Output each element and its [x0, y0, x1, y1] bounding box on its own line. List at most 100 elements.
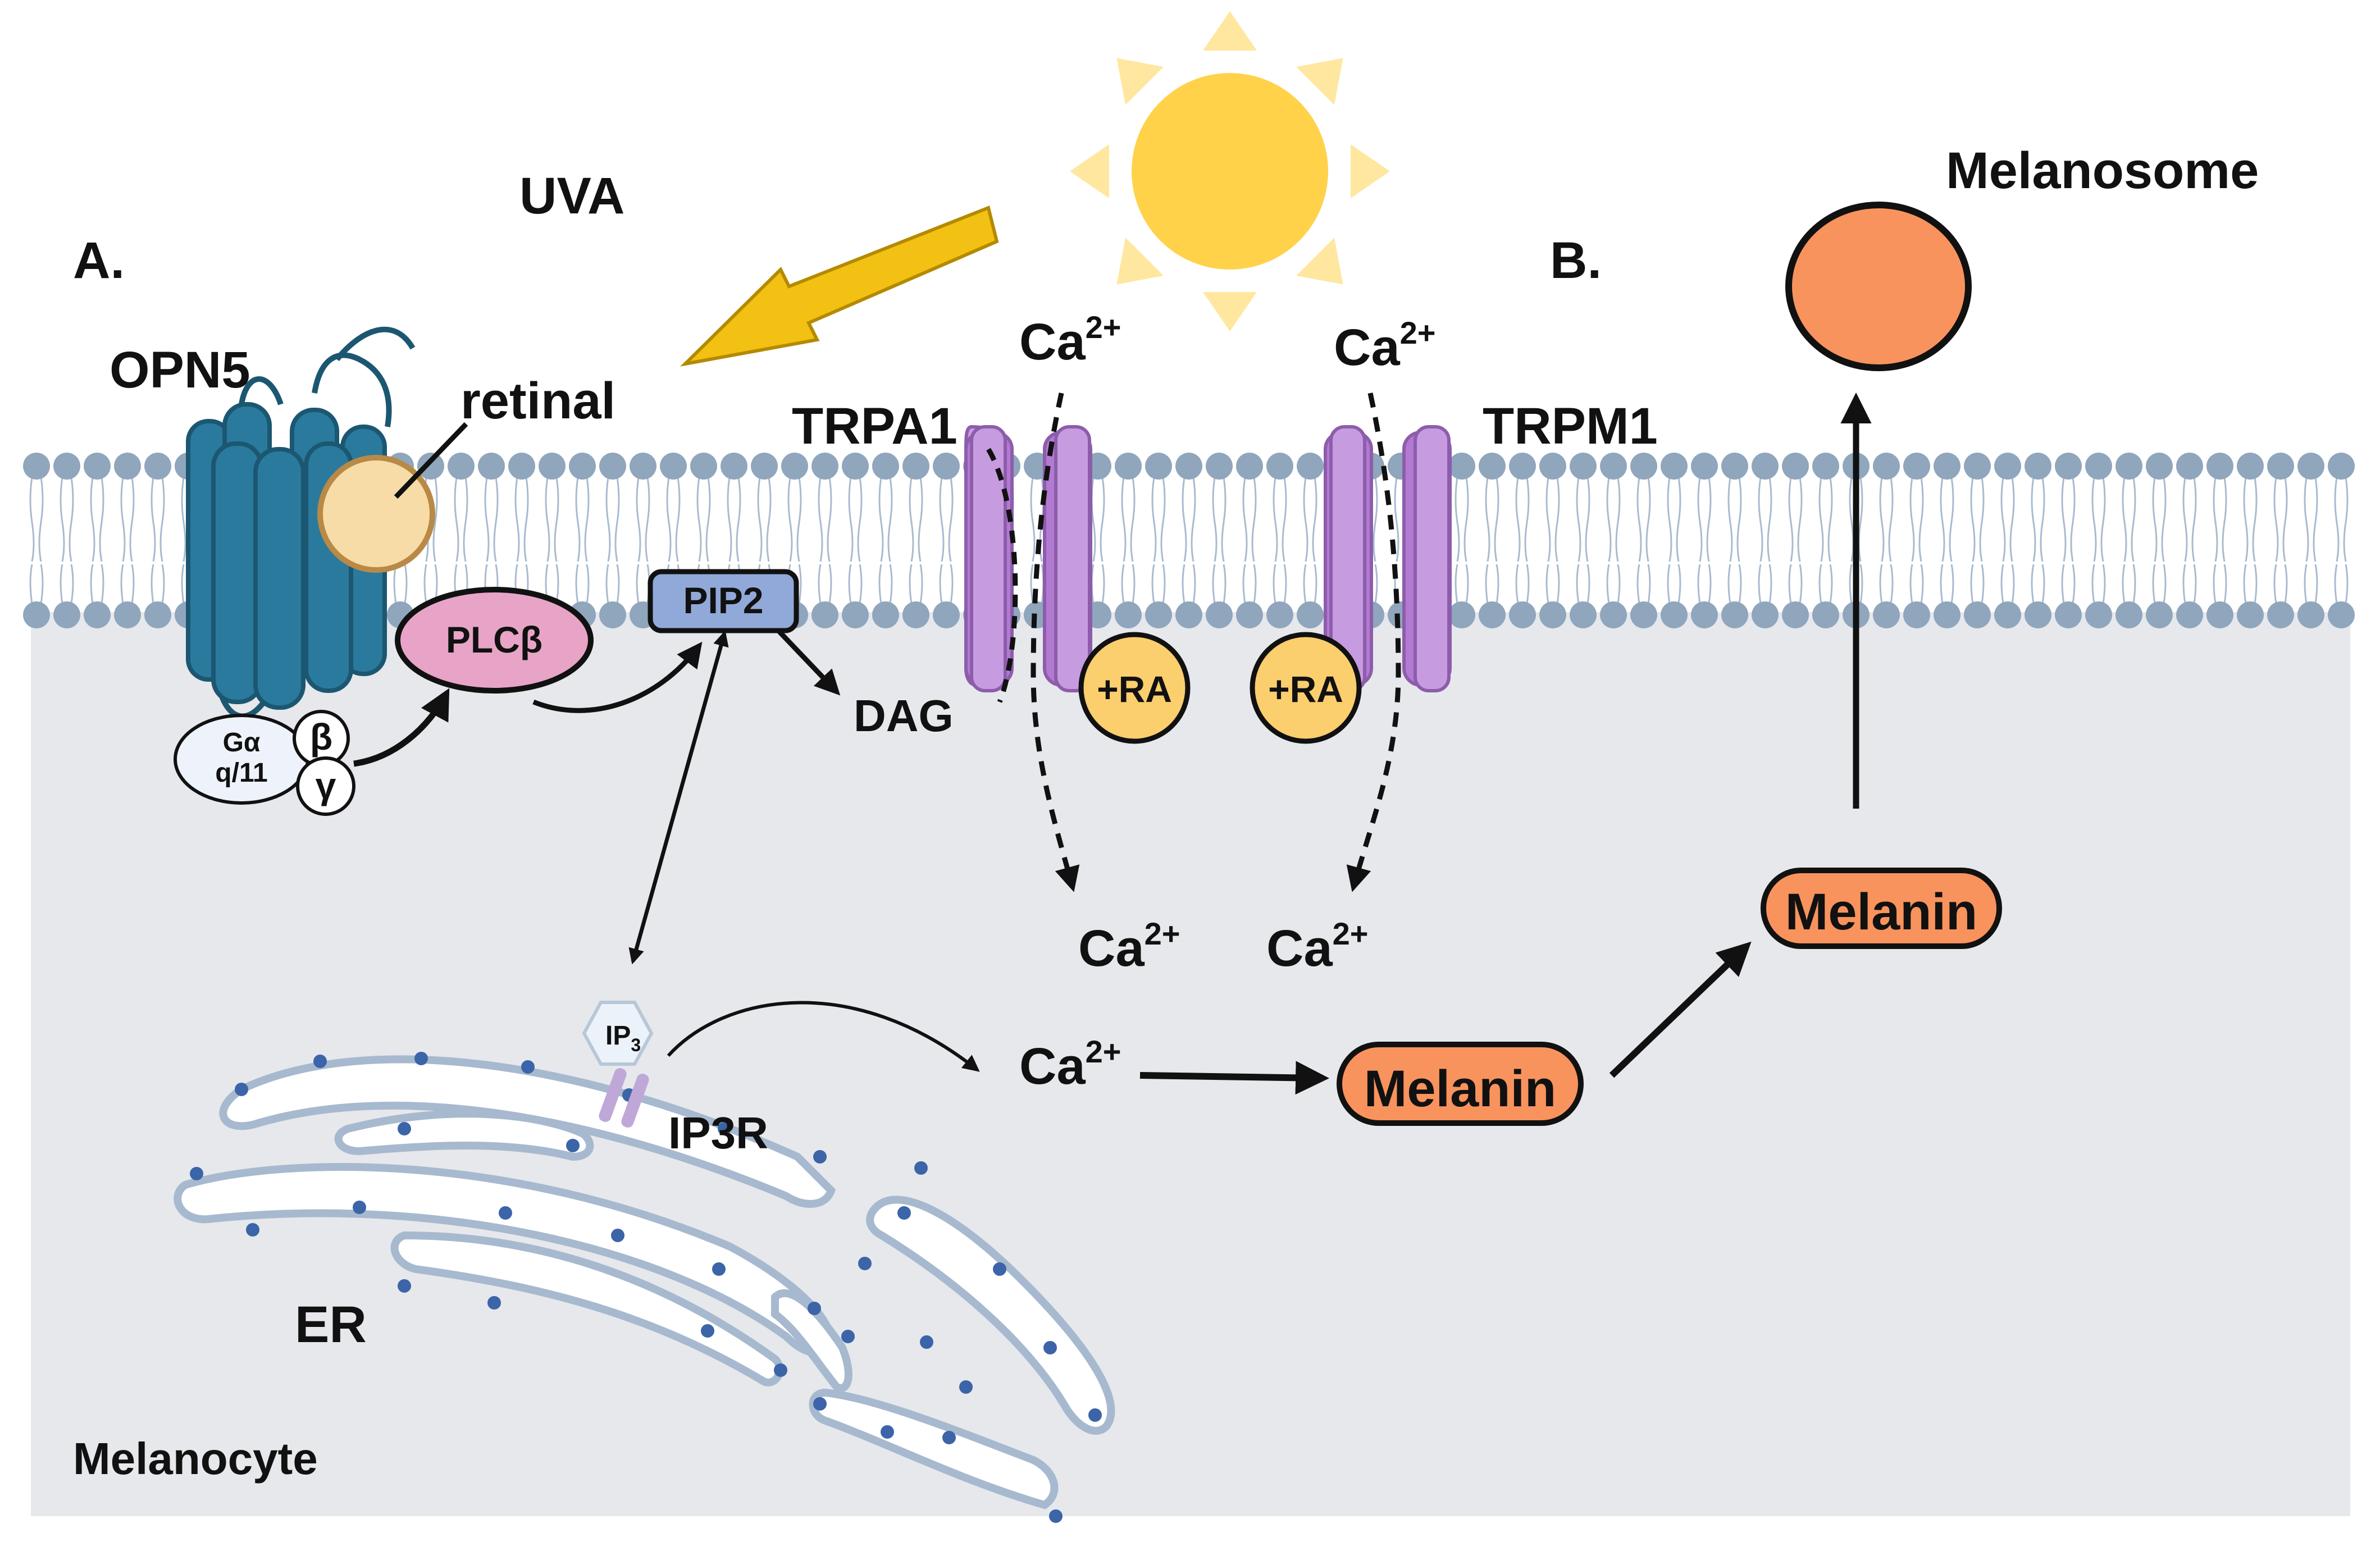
sun-ray [1296, 238, 1343, 285]
lipid-head [872, 453, 899, 480]
ribosome-dot [398, 1122, 411, 1135]
ribosome-dot [701, 1324, 714, 1338]
lipid-head [1782, 453, 1809, 480]
calcium-label-trpa1-top: Ca2+ [1019, 309, 1121, 371]
ribosome-dots [190, 1052, 1102, 1523]
trpa1-calcium-flow-arrow [1031, 393, 1080, 892]
lipid-head [1873, 453, 1900, 480]
ribosome-dot [897, 1206, 911, 1220]
plcb-enzyme [395, 587, 594, 694]
dag-label: DAG [854, 691, 954, 741]
lipid-head [1630, 601, 1657, 628]
lipid-head [1297, 453, 1324, 480]
lipid-head [2146, 601, 2173, 628]
lipid-tail [818, 477, 832, 604]
lipid-tail [1091, 477, 1105, 604]
ribosome-dot [718, 1122, 731, 1135]
lipid-tail [787, 477, 802, 604]
lipid-head [599, 601, 626, 628]
calcium-label-trpm1-bottom: Ca2+ [1266, 916, 1368, 977]
lipid-head [2297, 601, 2324, 628]
lipid-head [630, 453, 656, 480]
ribosome-dot [1043, 1341, 1057, 1354]
lipid-head [1600, 453, 1627, 480]
lipid-head [1448, 453, 1475, 480]
lipid-head [53, 453, 80, 480]
lipid-head [1661, 453, 1688, 480]
lipid-head [114, 453, 141, 480]
ribosome-dot [611, 1229, 624, 1242]
lipid-tail [2031, 477, 2045, 604]
lipid-head [1691, 601, 1718, 628]
lipid-tail [696, 477, 711, 604]
lipid-tail [1970, 477, 1985, 604]
ip3r-label: IP3R [668, 1108, 768, 1158]
lipid-head [599, 453, 626, 480]
g-alpha-label-line2: q/11 [215, 758, 267, 788]
lipid-head [811, 453, 838, 480]
lipid-head [23, 601, 50, 628]
ip3r-channel [621, 1074, 649, 1128]
sun-ray [1351, 144, 1390, 198]
lipid-tail [2182, 477, 2197, 604]
lipid-head [417, 453, 444, 480]
lipid-tail [1849, 477, 1863, 604]
sun-disc [1132, 73, 1328, 270]
plcb-label: PLCβ [446, 619, 542, 660]
lipid-tail [878, 477, 893, 604]
lipid-head [1934, 601, 1960, 628]
lipid-tail [575, 477, 590, 604]
lipid-head [2085, 453, 2112, 480]
lipid-head [902, 601, 929, 628]
lipid-tail [605, 477, 620, 604]
g-beta-label: β [310, 716, 332, 758]
lipid-head [1479, 453, 1506, 480]
lipid-tail [545, 477, 559, 604]
sun-ray [1116, 58, 1164, 105]
lipid-head [53, 601, 80, 628]
lipid-tail [1940, 477, 1954, 604]
ip3-molecule [582, 1001, 654, 1066]
ribosome-dot [774, 1363, 787, 1377]
calcium-to-melanin-arrow [1139, 1061, 1329, 1095]
pip2-label: PIP2 [683, 580, 763, 621]
lipid-head [1175, 601, 1202, 628]
lipid-head [539, 453, 566, 480]
lipid-head [1236, 453, 1263, 480]
lipid-head [1903, 601, 1930, 628]
lipid-tail [1576, 477, 1590, 604]
lipid-tail [1455, 477, 1469, 604]
melanin-right-pill [1761, 868, 2002, 949]
lipid-tail [939, 477, 954, 604]
lipid-tail [636, 477, 650, 604]
lipid-tail [2243, 477, 2258, 604]
lipid-head [2025, 453, 2051, 480]
ribosome-dot [398, 1279, 411, 1293]
lipid-tail [2273, 477, 2288, 604]
ip3-label: IP3 [605, 1021, 641, 1055]
lipid-head [1206, 601, 1233, 628]
melanosome-label: Melanosome [1946, 142, 2259, 199]
lipid-tail [1515, 477, 1530, 604]
lipid-tail [1636, 477, 1651, 604]
trpm1-channel [1324, 425, 1452, 692]
lipid-head [1479, 601, 1506, 628]
calcium-label-trpm1-top: Ca2+ [1334, 315, 1435, 376]
lipid-head [1782, 601, 1809, 628]
melanin-center-pill [1337, 1042, 1584, 1126]
lipid-head [690, 453, 717, 480]
lipid-head [508, 453, 535, 480]
lipid-head [1752, 601, 1779, 628]
sun-ray [1070, 144, 1109, 198]
ribosome-dot [993, 1262, 1006, 1276]
lipid-head [1145, 601, 1172, 628]
lipid-head [1448, 601, 1475, 628]
lipid-tail [151, 477, 165, 604]
lipid-tail [1879, 477, 1894, 604]
lipid-tail [120, 477, 135, 604]
lipid-head [1600, 601, 1627, 628]
lipid-head [842, 453, 869, 480]
lipid-head [1539, 453, 1566, 480]
trpm1-label: TRPM1 [1483, 398, 1658, 455]
lipid-tail [848, 477, 863, 604]
